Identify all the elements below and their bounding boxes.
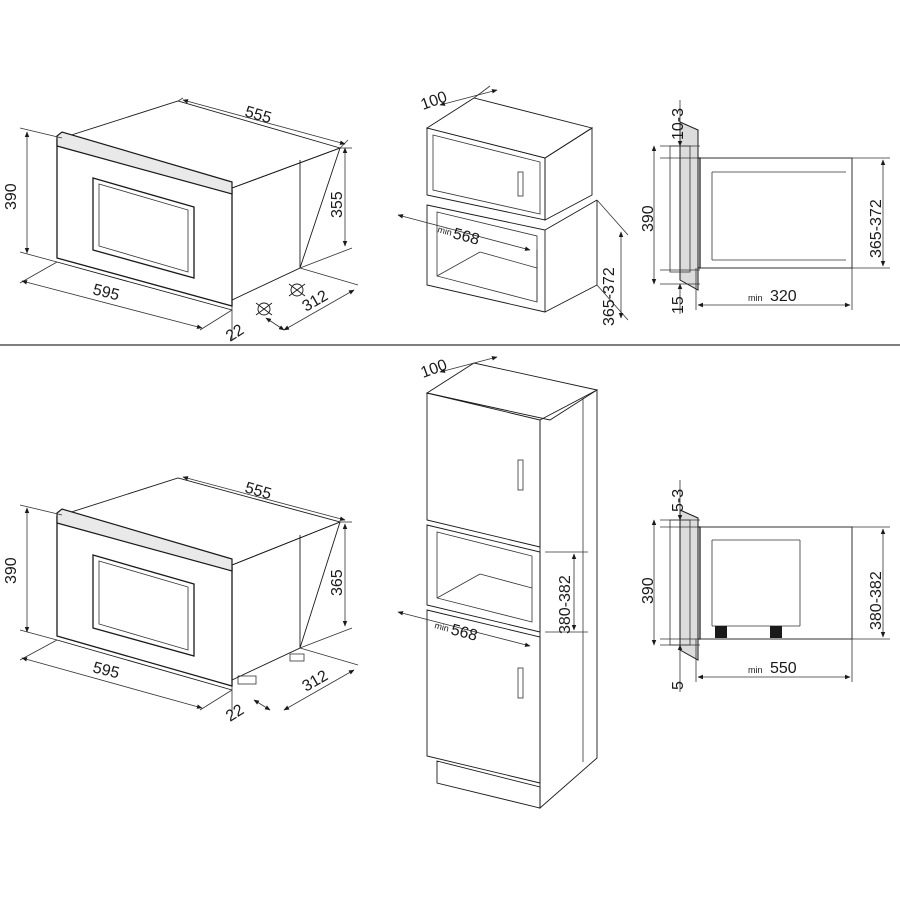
bottom-front-width-label: 595 [91, 659, 121, 682]
top-appliance-side-face [231, 147, 341, 301]
top-front-depth-label: 555 [243, 104, 273, 128]
bottom-appliance-view: 390 595 555 365 312 22 [3, 476, 359, 725]
bottom-front-side-depth-label: 312 [300, 667, 332, 695]
top-niche-min-width-label: 568 [451, 225, 481, 248]
top-front-height-label: 390 [3, 183, 20, 210]
top-front-offset-label: 22 [223, 321, 247, 345]
bottom-column-niche [426, 524, 541, 633]
bottom-section-view: 5-3 390 5 min 550 380-382 [640, 480, 890, 692]
bottom-section-min-depth-label: 550 [770, 660, 797, 677]
bottom-appliance-side-face [231, 521, 341, 681]
top-section-min-depth-label: 320 [770, 288, 797, 305]
bottom-niche-min-width-label: 568 [449, 621, 479, 644]
top-front-body-height-label: 355 [329, 191, 346, 218]
top-section-bottom-gap-label: 15 [670, 296, 687, 314]
top-section-min-label: min [748, 293, 763, 303]
bottom-front-body-height-label: 365 [329, 569, 346, 596]
bottom-front-offset-label: 22 [223, 701, 247, 725]
bottom-section-niche-height-label: 380-382 [868, 571, 885, 630]
bottom-front-depth-label: 555 [243, 480, 273, 504]
bottom-section-bottom-gap-label: 5 [670, 681, 687, 690]
bottom-niche-min-label: min [433, 620, 450, 633]
top-section-height-label: 390 [640, 205, 657, 232]
top-niche-view: 100 min 568 365-372 [397, 85, 629, 326]
bottom-niche-height-range-label: 380-382 [557, 575, 574, 634]
top-section-view: 10-3 390 15 min 320 365-372 [640, 100, 890, 314]
top-front-side-depth-label: 312 [300, 287, 332, 315]
top-front-width-label: 595 [91, 281, 121, 304]
top-appliance-handle [56, 131, 233, 195]
top-appliance-feet [255, 283, 306, 316]
bottom-section-niche [695, 526, 853, 640]
top-section-niche-height-label: 365-372 [868, 199, 885, 258]
top-niche-min-label: min [436, 224, 453, 237]
bottom-section-top-gap-label: 5-3 [670, 489, 687, 512]
top-niche-appliance-handle [517, 171, 524, 197]
top-appliance-view: 390 595 555 355 312 22 [3, 97, 359, 345]
bottom-niche-front-gap-label: 100 [419, 357, 450, 382]
top-section-top-gap-label: 10-3 [670, 108, 687, 140]
bottom-section-foot-left [715, 626, 727, 638]
bottom-section-cabinet-wall [679, 509, 699, 661]
bottom-section-min-label: min [748, 665, 763, 675]
bottom-appliance-window [92, 554, 195, 657]
bottom-front-height-label: 390 [3, 557, 20, 584]
top-appliance-window [92, 177, 195, 279]
top-section-cabinet-wall [679, 121, 699, 291]
top-section-niche [695, 157, 853, 269]
top-niche-appliance-front [426, 127, 546, 221]
top-niche-front-gap-label: 100 [419, 89, 450, 114]
bottom-section-height-label: 390 [640, 577, 657, 604]
bottom-appliance-feet [237, 675, 257, 685]
top-niche-height-range-label: 365-372 [601, 267, 618, 326]
bottom-section-foot-right [770, 626, 782, 638]
bottom-appliance-handle [56, 508, 233, 572]
bottom-column-view: 100 min 568 380-382 [397, 356, 599, 809]
